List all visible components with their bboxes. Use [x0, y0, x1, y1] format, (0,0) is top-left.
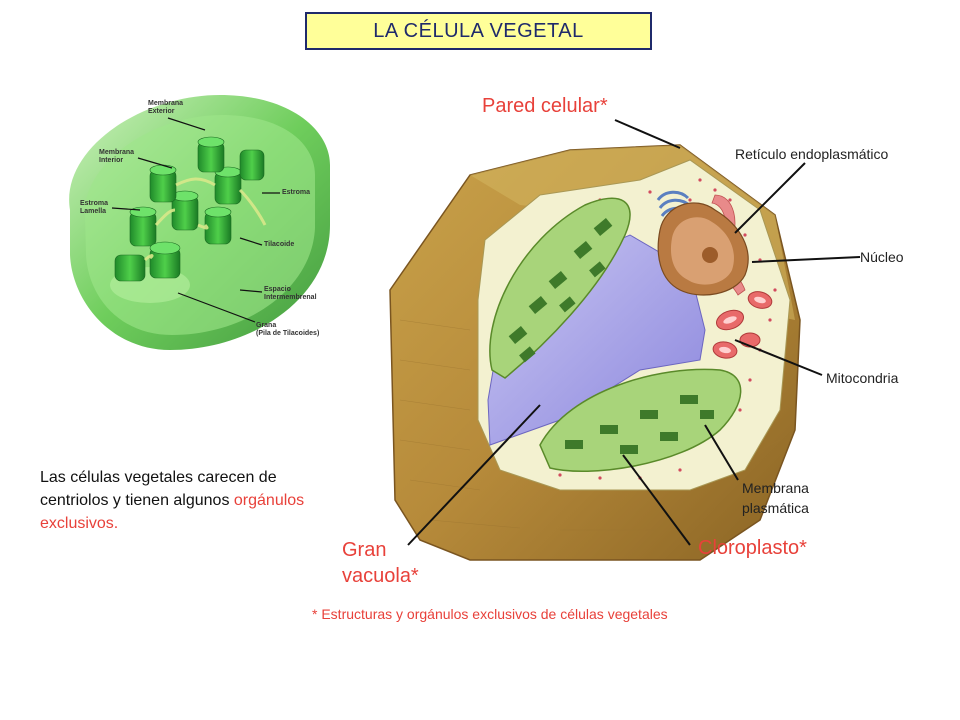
label-line: Exterior — [148, 108, 175, 115]
label-line: Estroma — [80, 200, 109, 207]
chloroplast-illustration — [69, 95, 331, 350]
label-line: Membrana — [742, 480, 809, 496]
label-reticulo: Retículo endoplasmático — [735, 146, 889, 162]
label-cloroplasto: Cloroplasto* — [698, 537, 807, 559]
label-line: (Pila de Tilacoides) — [256, 330, 320, 337]
leader-lines — [407, 119, 861, 546]
page-title: LA CÉLULA VEGETAL — [373, 19, 584, 42]
label-gran-vacuola: Gran vacuola* — [342, 537, 419, 589]
label-line: plasmática — [742, 500, 809, 516]
label-line: Grana — [256, 322, 277, 329]
label-line: Lamella — [80, 208, 107, 215]
label-line: vacuola* — [342, 565, 419, 587]
description-body: Las células vegetales carecen de centrio… — [40, 469, 277, 509]
label-line: Interior — [99, 157, 124, 164]
description-highlight: orgánulos exclusivos. — [40, 492, 305, 532]
description-text: Las células vegetales carecen de centrio… — [40, 466, 340, 535]
label-membrana-interior: Membrana Interior — [99, 149, 134, 165]
label-grana: Grana (Pila de Tilacoides) — [256, 322, 319, 338]
label-membrana-exterior: Membrana Exterior — [148, 100, 183, 116]
label-line: Espacio — [264, 286, 291, 293]
label-line: Gran — [342, 539, 387, 561]
label-mitocondria: Mitocondria — [826, 370, 899, 386]
label-tilacoide: Tilacoide — [264, 241, 295, 248]
footnote: * Estructuras y orgánulos exclusivos de … — [312, 606, 668, 622]
label-espacio-intermembrenal: Espacio Intermembrenal — [264, 286, 317, 302]
title-box: LA CÉLULA VEGETAL — [305, 12, 652, 50]
label-line: Intermembrenal — [264, 294, 317, 301]
label-membrana-plasmatica: Membrana plasmática — [742, 478, 809, 518]
label-line: Membrana — [99, 149, 135, 156]
cell-chloroplast-lower — [539, 368, 742, 473]
label-line: Membrana — [148, 100, 184, 107]
label-estroma-lamella: Estroma Lamella — [80, 200, 108, 216]
cell-chloroplast-upper — [489, 197, 631, 379]
label-pared-celular: Pared celular* — [482, 95, 608, 117]
label-estroma: Estroma — [282, 189, 311, 196]
label-nucleo: Núcleo — [860, 249, 904, 265]
nucleus — [657, 202, 749, 296]
